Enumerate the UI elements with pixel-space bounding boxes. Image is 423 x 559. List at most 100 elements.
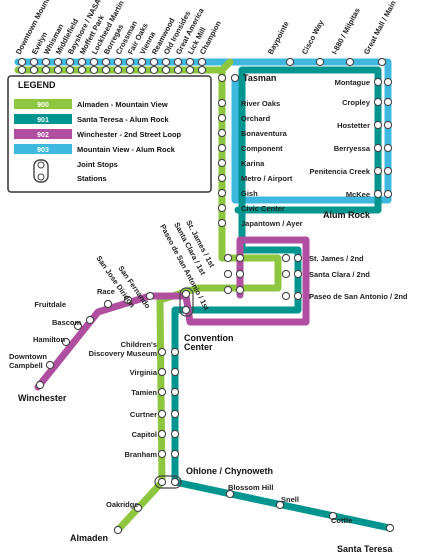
station-label-oakridge: Oakridge <box>106 500 139 509</box>
station-civic-center <box>217 203 227 213</box>
station-label-branham: Branham <box>124 450 157 459</box>
station-santa-clara-2nd <box>281 269 291 279</box>
station-st-james-1st-b <box>235 253 245 263</box>
station-branham-b <box>170 449 180 459</box>
station-santa-teresa <box>385 523 395 533</box>
station-santa-clara-1st-b <box>235 269 245 279</box>
station-paseo-de-san-antonio-1st <box>223 285 233 295</box>
station-label-mckee: McKee <box>346 190 370 199</box>
station-label-gish: Gish <box>241 189 258 198</box>
station-orchard <box>217 113 227 123</box>
station-lockheed-martin-b <box>89 65 99 75</box>
station-label-montague: Montague <box>335 78 370 87</box>
station-label-hamilton: Hamilton <box>33 335 66 344</box>
station-label-cropley: Cropley <box>342 98 371 107</box>
station-label-karina: Karina <box>241 159 265 168</box>
legend-stations-label: Stations <box>77 174 107 183</box>
station-evelyn-b <box>29 65 39 75</box>
station-label-metro-airport: Metro / Airport <box>241 174 293 183</box>
station-cropley-b <box>383 97 393 107</box>
station-reamwood-b <box>149 65 159 75</box>
legend-joint-stops-label: Joint Stops <box>77 160 118 169</box>
station-vienna <box>137 57 147 67</box>
station-convention-center-b <box>181 305 191 315</box>
station-label-tasman: Tasman <box>243 73 276 83</box>
convention-center-joint-stop <box>179 287 194 317</box>
station-label-race: Race <box>97 287 115 296</box>
station-label-cottle: Cottle <box>331 516 352 525</box>
station-label-orchard: Orchard <box>241 114 271 123</box>
station-old-ironsides <box>161 57 171 67</box>
station-component <box>217 143 227 153</box>
station-moffett-park <box>77 57 87 67</box>
stations <box>17 57 395 535</box>
station-label-component: Component <box>241 144 283 153</box>
station-penitencia-creek-b <box>383 166 393 176</box>
station-winchester <box>35 380 45 390</box>
station-capitol-b <box>170 429 180 439</box>
route-902-line <box>34 236 310 391</box>
station-metro-airport <box>217 173 227 183</box>
station-borregas-b <box>101 65 111 75</box>
station-baypointe <box>285 57 295 67</box>
station-crossman <box>113 57 123 67</box>
station-san-fernando <box>145 291 155 301</box>
legend-route-name-903: Mountain View - Alum Rock <box>77 145 176 154</box>
station-gish <box>217 188 227 198</box>
station-st-james-1st <box>223 253 233 263</box>
station-crossman-b <box>113 65 123 75</box>
station-tasman-b <box>230 73 240 83</box>
station-label-paseo-de-san-antonio-2nd: Paseo de San Antonio / 2nd <box>309 292 408 301</box>
station-label-fruitdale: Fruitdale <box>34 300 66 309</box>
station-snell <box>275 500 285 510</box>
station-race <box>103 299 113 309</box>
station-label-japantown-ayer: Japantown / Ayer <box>241 219 303 228</box>
station-great-america-b <box>173 65 183 75</box>
station-children-s-discovery-museum <box>157 347 167 357</box>
station-st-james-2nd-b <box>293 253 303 263</box>
station-capitol <box>157 429 167 439</box>
legend-route-number-901: 901 <box>37 117 49 124</box>
station-penitencia-creek <box>373 166 383 176</box>
station-hostetter-b <box>383 120 393 130</box>
station-middlefield <box>53 57 63 67</box>
station-tasman <box>217 73 227 83</box>
station-japantown-ayer <box>217 218 227 228</box>
station-label-alum-rock: Alum Rock <box>323 210 371 220</box>
station-label-penitencia-creek: Penitencia Creek <box>310 167 371 176</box>
station-label-bascom: Bascom <box>52 318 82 327</box>
station-reamwood <box>149 57 159 67</box>
station-label-st-james-2nd: St. James / 2nd <box>309 254 364 263</box>
station-tamien <box>157 387 167 397</box>
legend-joint-stop-dot <box>37 161 45 169</box>
legend-route-name-901: Santa Teresa - Alum Rock <box>77 115 170 124</box>
station-blossom-hill <box>225 489 235 499</box>
station-river-oaks <box>217 98 227 108</box>
station-curtner-b <box>170 409 180 419</box>
station-mckee-b <box>383 189 393 199</box>
station-paseo-de-san-antonio-2nd-b <box>293 291 303 301</box>
station-borregas <box>101 57 111 67</box>
legend-route-number-903: 903 <box>37 147 49 154</box>
station-great-america <box>173 57 183 67</box>
station-label-civic-center: Civic Center <box>241 204 285 213</box>
station-fruitdale <box>85 315 95 325</box>
station-lick-mill-b <box>185 65 195 75</box>
station-moffett-park-b <box>77 65 87 75</box>
station-label-hostetter: Hostetter <box>337 121 370 130</box>
station-label-blossom-hill: Blossom Hill <box>228 483 273 492</box>
station-label-snell: Snell <box>281 495 299 504</box>
station-label-river-oaks: River Oaks <box>241 99 280 108</box>
legend-swatch-901 <box>14 114 72 124</box>
legend-title: LEGEND <box>18 80 56 90</box>
station-i-880-milpitas <box>345 57 355 67</box>
station-downtown-mountain-view-b <box>17 65 27 75</box>
station-cisco-way <box>315 57 325 67</box>
station-great-mall-main <box>377 57 387 67</box>
station-label-bonaventura: Bonaventura <box>241 129 288 138</box>
station-whisman-b <box>41 65 51 75</box>
